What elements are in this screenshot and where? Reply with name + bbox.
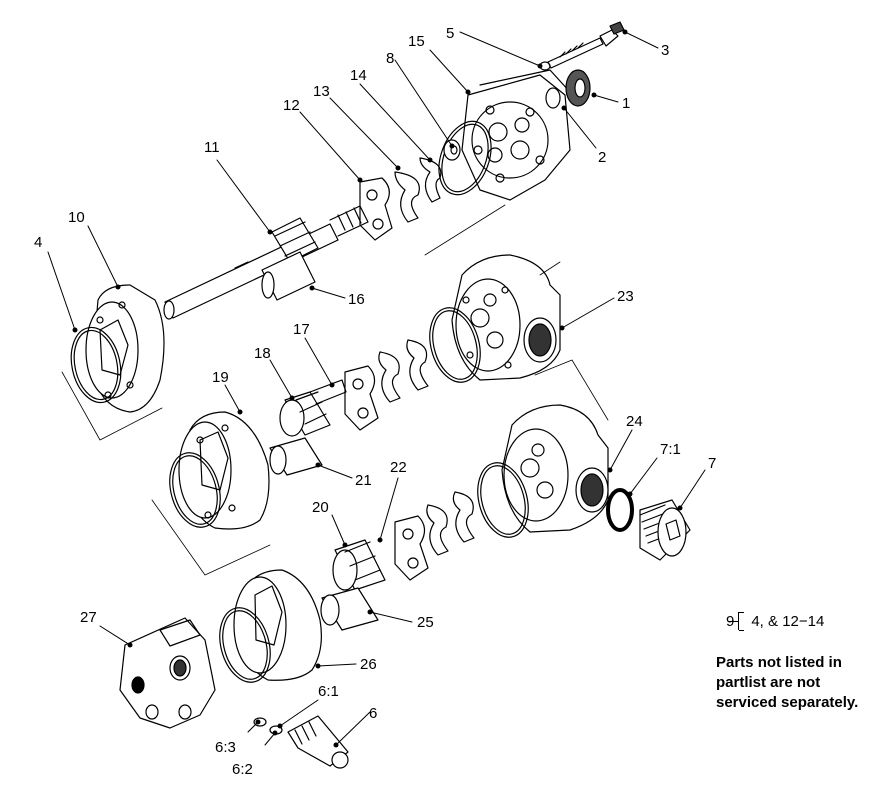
o-ring-8 (438, 120, 492, 196)
leader-dots (72, 29, 683, 748)
callout-4: 4 (34, 234, 42, 251)
o-ring-19 (169, 452, 221, 528)
shaft-seal (565, 69, 591, 107)
o-ring-middle (429, 307, 481, 383)
plug-7 (639, 499, 691, 561)
callout-27: 27 (80, 609, 97, 626)
wear-plate-12 (359, 177, 393, 241)
seal-lower-b (426, 504, 449, 556)
callout-24: 24 (626, 413, 643, 430)
callout-19: 19 (212, 369, 229, 386)
callout-10: 10 (68, 209, 85, 226)
callout-11: 11 (204, 139, 220, 156)
o-ring-lower (477, 462, 529, 538)
lower-housing (501, 404, 609, 533)
o-ring-26 (219, 607, 271, 683)
o-ring-4 (70, 326, 122, 404)
callout-14: 14 (350, 67, 367, 84)
relief-valve-6 (287, 715, 349, 769)
reference-note-right: 4, & 12−14 (751, 613, 825, 630)
service-note-line-2: partlist are not (716, 674, 821, 691)
gear-pair-lower (320, 539, 386, 631)
long-bolt (547, 21, 625, 69)
service-note-line-1: Parts not listed in (716, 654, 842, 671)
seal-lower-a (452, 491, 475, 543)
drive-shaft (163, 205, 369, 320)
callout-21: 21 (355, 472, 372, 489)
valve-body (119, 617, 216, 729)
callout-22: 22 (390, 459, 407, 476)
seal-13 (394, 171, 420, 223)
small-o-ring-6-3 (253, 717, 267, 727)
callout-8: 8 (386, 50, 394, 67)
callout-15: 15 (408, 33, 425, 50)
backup-seal-14 (419, 157, 442, 203)
service-note-line-3: serviced separately. (716, 694, 859, 711)
section-cover-26 (233, 569, 322, 681)
callout-23: 23 (617, 288, 634, 305)
callout-6-2: 6:2 (232, 761, 253, 778)
callout-25: 25 (417, 614, 434, 631)
callout-12: 12 (283, 97, 300, 114)
callout-13: 13 (313, 83, 330, 100)
callout-17: 17 (293, 321, 310, 338)
front-cover (85, 284, 165, 413)
o-ring-7-1 (606, 488, 634, 532)
callout-6: 6 (369, 705, 377, 722)
seal-middle-b (378, 351, 401, 403)
reference-bracket (729, 612, 749, 631)
washer (545, 87, 561, 109)
callout-16: 16 (348, 291, 365, 308)
callout-6-1: 6:1 (318, 683, 339, 700)
callout-2: 2 (598, 149, 606, 166)
middle-housing (451, 254, 561, 381)
callout-1: 1 (622, 95, 630, 112)
wear-plate-middle (344, 365, 379, 431)
callout-26: 26 (360, 656, 377, 673)
callout-18: 18 (254, 345, 271, 362)
gear-pair-middle (269, 379, 347, 476)
assembly-guides (61, 204, 609, 576)
callout-6-3: 6:3 (215, 739, 236, 756)
leader-lines (47, 31, 706, 746)
callout-7-1: 7:1 (660, 441, 681, 458)
section-cover-19 (178, 411, 270, 530)
callout-5: 5 (446, 25, 454, 42)
bushing-8 (443, 139, 461, 161)
wear-plate-lower (394, 515, 429, 581)
callout-7: 7 (708, 455, 716, 472)
rear-housing (461, 69, 571, 201)
callout-20: 20 (312, 499, 329, 516)
seal-middle-a (406, 339, 429, 391)
callout-3: 3 (661, 42, 669, 59)
